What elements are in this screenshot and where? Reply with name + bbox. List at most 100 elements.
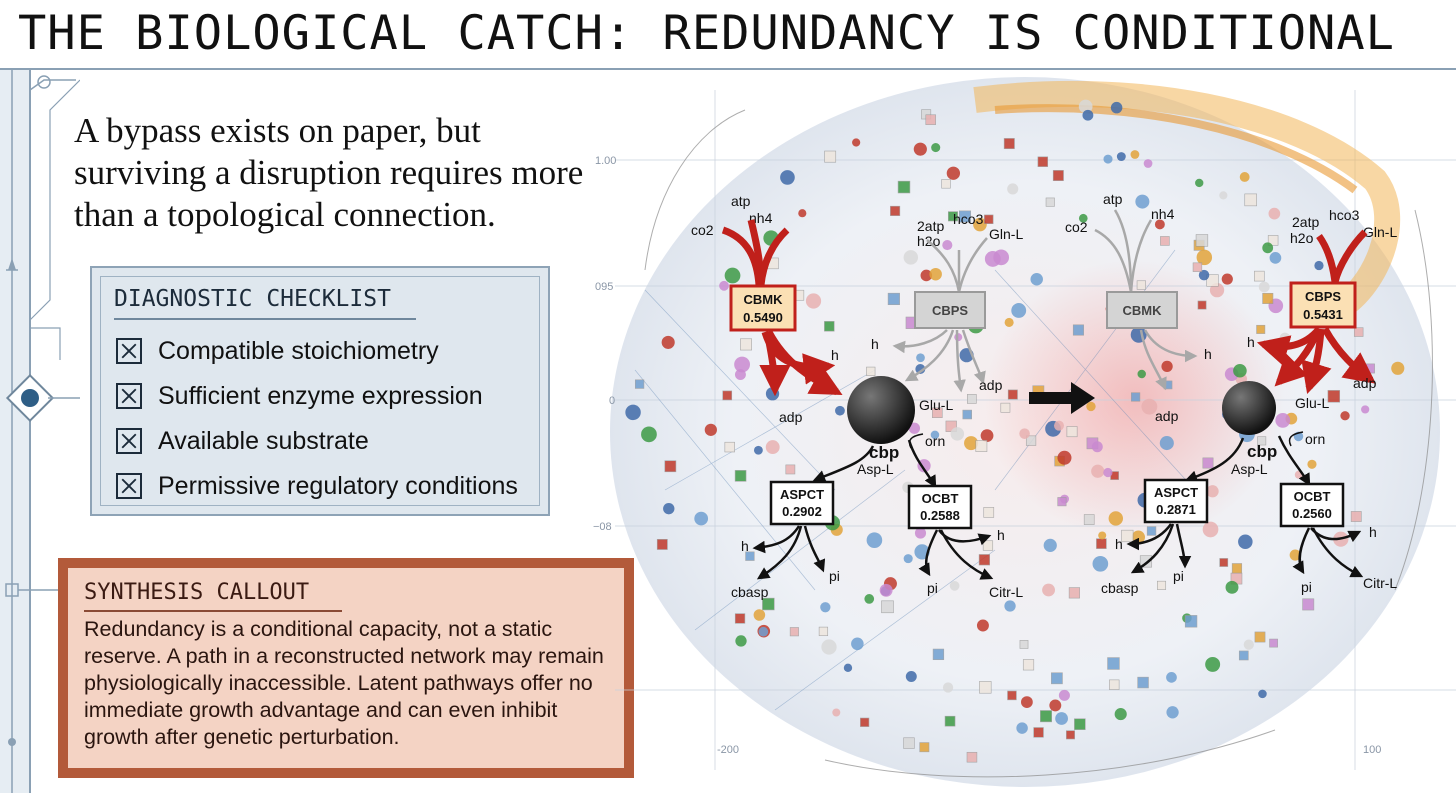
network-node	[1289, 549, 1301, 561]
network-node	[978, 554, 990, 566]
network-node	[932, 648, 945, 661]
checklist-inner-frame	[100, 276, 540, 506]
network-node	[1157, 580, 1167, 590]
network-node	[947, 211, 958, 222]
network-node	[950, 427, 965, 441]
network-node	[1078, 99, 1093, 114]
network-node	[664, 460, 677, 473]
network-node	[1137, 369, 1146, 379]
network-node	[740, 338, 752, 351]
metabolite-label: 2atp	[917, 218, 944, 234]
network-node	[1166, 706, 1179, 719]
metabolite-label: h	[1369, 524, 1377, 540]
reaction-box-aspct	[769, 480, 835, 526]
network-node	[1254, 270, 1265, 282]
network-node	[1016, 722, 1028, 734]
network-node	[860, 717, 870, 727]
y-tick-label: 095	[595, 281, 613, 293]
metabolite-label: pi	[1301, 579, 1312, 595]
network-node	[1206, 485, 1219, 498]
network-node	[1139, 555, 1153, 568]
cbp-node	[1222, 381, 1276, 435]
network-node	[1302, 598, 1315, 611]
checklist-item: Compatible stoichiometry	[116, 334, 439, 368]
network-node	[949, 581, 960, 591]
metabolite-label: Gln-L	[989, 226, 1023, 242]
network-node	[942, 682, 954, 693]
network-node	[1066, 730, 1075, 740]
metabolite-label: Asp-L	[857, 461, 894, 477]
network-node	[946, 166, 961, 180]
reaction-name: OCBT	[1294, 489, 1331, 504]
checkbox-x-icon	[116, 428, 142, 454]
network-node	[1202, 457, 1214, 469]
network-node	[1198, 269, 1210, 281]
network-node	[1072, 324, 1084, 336]
network-node	[661, 335, 675, 349]
network-node	[1365, 363, 1375, 374]
title-divider	[0, 68, 1456, 70]
network-node	[843, 663, 853, 673]
network-node	[1267, 235, 1279, 246]
network-node	[980, 429, 994, 443]
metabolite-label: pi	[1173, 568, 1184, 584]
reaction-flux: 0.2871	[1156, 502, 1196, 517]
network-node	[1109, 679, 1120, 690]
network-node	[1096, 538, 1107, 549]
metabolite-label: h	[1115, 536, 1123, 552]
network-node	[824, 321, 835, 332]
network-node	[1019, 428, 1030, 439]
network-node	[765, 440, 780, 455]
metabolite-label: orn	[925, 433, 945, 449]
network-node	[920, 269, 933, 282]
network-node	[1103, 154, 1113, 164]
metabolite-label: adp	[1155, 408, 1179, 424]
metabolite-label: cbasp	[731, 584, 769, 600]
network-node	[1279, 332, 1291, 344]
callout-title-underline	[84, 610, 342, 612]
reaction-box-ocbt	[907, 484, 973, 530]
network-node	[1082, 109, 1094, 121]
checklist-title: DIAGNOSTIC CHECKLIST	[114, 286, 391, 312]
network-node	[734, 613, 746, 624]
reaction-name: CBMK	[744, 292, 784, 307]
network-node	[1043, 538, 1057, 552]
metabolite-label: Glu-L	[919, 397, 953, 413]
network-node	[1160, 236, 1170, 246]
network-node	[1231, 563, 1243, 574]
network-node	[724, 441, 735, 453]
network-node	[976, 619, 989, 632]
network-node	[941, 179, 951, 189]
network-node	[890, 205, 901, 216]
network-node	[805, 293, 822, 309]
checklist-item: Sufficient enzyme expression	[116, 379, 483, 413]
network-node	[851, 637, 864, 651]
network-node	[914, 527, 927, 539]
network-node	[1269, 252, 1282, 264]
network-node	[1196, 249, 1213, 266]
network-node	[975, 440, 988, 452]
metabolite-label: Gln-L	[1363, 224, 1397, 240]
network-node	[1254, 631, 1266, 643]
reaction-flux: 0.5431	[1303, 307, 1343, 322]
network-node	[641, 426, 657, 443]
checklist-title-underline	[114, 318, 416, 320]
checkbox-x-icon	[116, 338, 142, 364]
cbp-node	[847, 376, 915, 444]
network-node	[1078, 213, 1088, 223]
diagnostic-checklist-panel: DIAGNOSTIC CHECKLIST Compatible stoichio…	[90, 266, 550, 516]
network-node	[852, 138, 861, 147]
network-node	[818, 626, 829, 637]
metabolite-label: atp	[1103, 191, 1123, 207]
network-node	[1192, 262, 1203, 272]
network-node	[919, 742, 930, 753]
network-node	[1166, 672, 1177, 683]
network-node	[1206, 274, 1219, 287]
network-node	[1022, 659, 1035, 671]
axis-tick-labels: 1.00 095 0 −08 -200 100	[593, 155, 1381, 756]
network-node	[903, 737, 915, 749]
network-node	[1098, 531, 1107, 540]
reaction-flux: 0.5490	[743, 310, 783, 325]
y-tick-label: 1.00	[595, 155, 616, 167]
reaction-name: OCBT	[922, 491, 959, 506]
